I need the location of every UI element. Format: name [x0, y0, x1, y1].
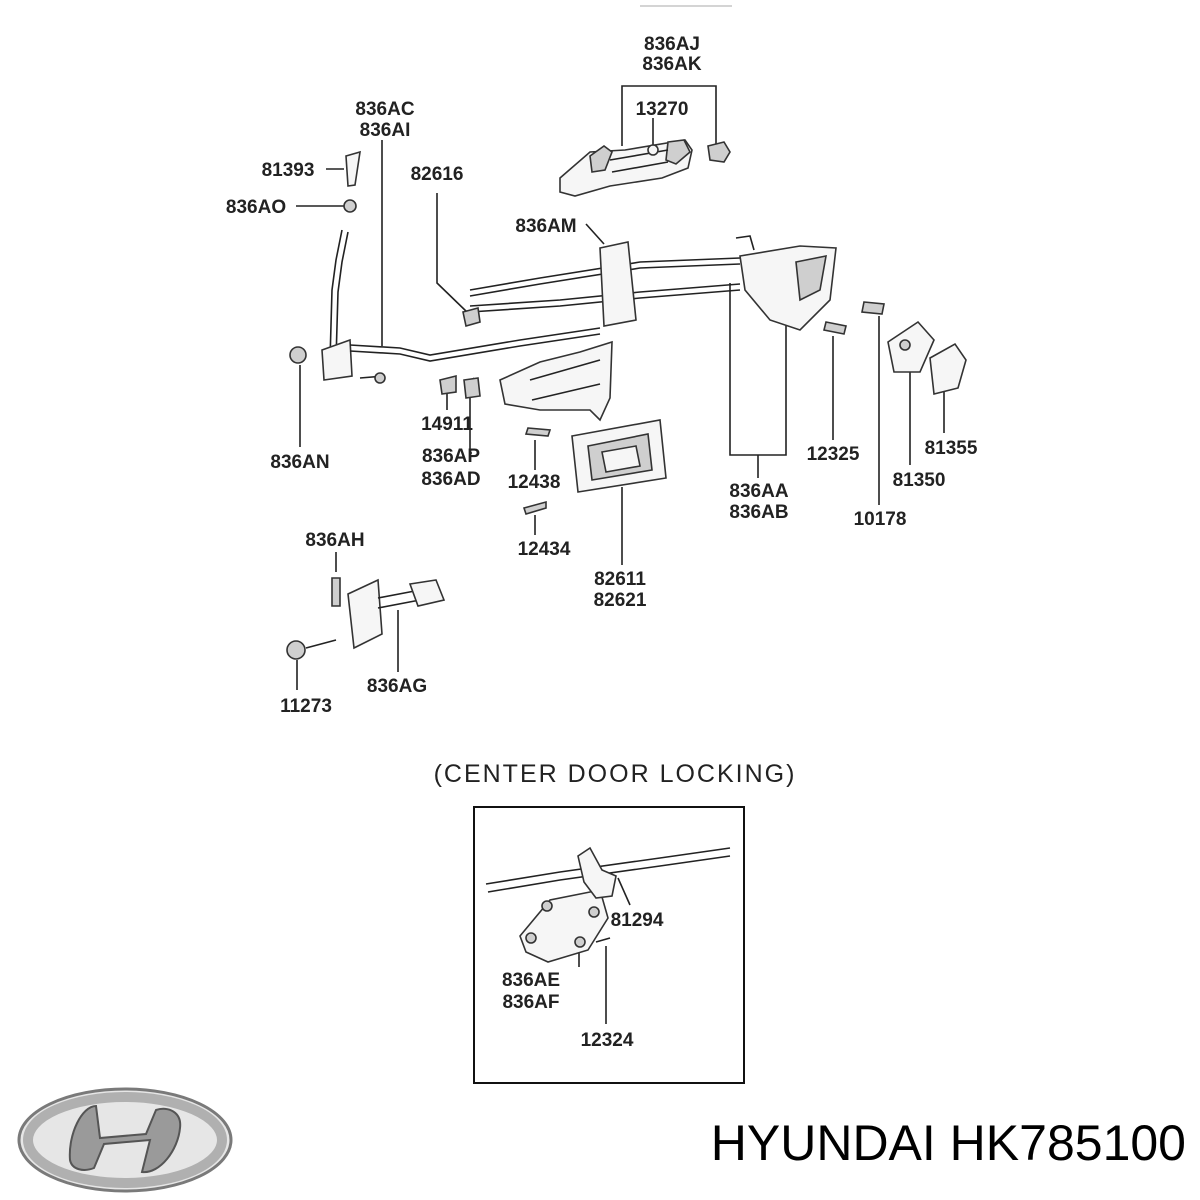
label-12325: 12325	[807, 444, 860, 465]
striker-part	[861, 301, 967, 395]
label-836AN: 836AN	[270, 452, 329, 473]
center-door-locking-inset: 81294 836AE 836AF 12324	[473, 806, 745, 1084]
inside-handle-part	[522, 419, 667, 515]
label-12324: 12324	[581, 1030, 634, 1051]
outside-handle-part	[559, 139, 731, 197]
label-836AI: 836AI	[360, 120, 411, 141]
label-836AC: 836AC	[355, 99, 414, 120]
inside-lock-knob-part	[343, 150, 361, 213]
center-door-locking-caption: (CENTER DOOR LOCKING)	[434, 760, 797, 788]
label-836AF: 836AF	[502, 992, 559, 1013]
label-82616: 82616	[411, 164, 464, 185]
leader-lines	[296, 85, 945, 1024]
label-836AA: 836AA	[729, 481, 788, 502]
label-12434: 12434	[518, 539, 571, 560]
label-81294: 81294	[611, 910, 664, 931]
label-10178: 10178	[854, 509, 907, 530]
label-81355: 81355	[925, 438, 978, 459]
label-836AB: 836AB	[729, 502, 788, 523]
label-836AM: 836AM	[515, 216, 576, 237]
label-836AJ: 836AJ	[644, 34, 700, 55]
label-836AK: 836AK	[642, 54, 701, 75]
inside-handle-bracket-part	[439, 340, 613, 422]
label-12438: 12438	[508, 472, 561, 493]
label-82611: 82611	[594, 569, 646, 590]
label-836AO: 836AO	[226, 197, 286, 218]
label-14911: 14911	[421, 414, 473, 435]
part-labels: 836AJ 836AK 13270 836AC 836AI 81393 836A…	[226, 34, 978, 717]
label-836AD: 836AD	[421, 469, 480, 490]
label-836AG: 836AG	[367, 676, 427, 697]
door-check-part	[286, 577, 446, 660]
label-81350: 81350	[893, 470, 946, 491]
label-836AH: 836AH	[305, 530, 364, 551]
label-836AE: 836AE	[502, 970, 560, 991]
label-13270: 13270	[636, 99, 689, 120]
lock-rod-part	[289, 229, 601, 384]
door-latch-part	[735, 235, 847, 335]
label-836AP: 836AP	[422, 446, 480, 467]
remote-rod-part	[462, 241, 741, 328]
label-11273: 11273	[280, 696, 332, 717]
inset-frame	[473, 806, 745, 1084]
hyundai-logo-icon	[17, 1087, 233, 1193]
label-81393: 81393	[262, 160, 315, 181]
label-82621: 82621	[594, 590, 647, 611]
brand-part-number: HYUNDAI HK785100	[711, 1115, 1186, 1171]
